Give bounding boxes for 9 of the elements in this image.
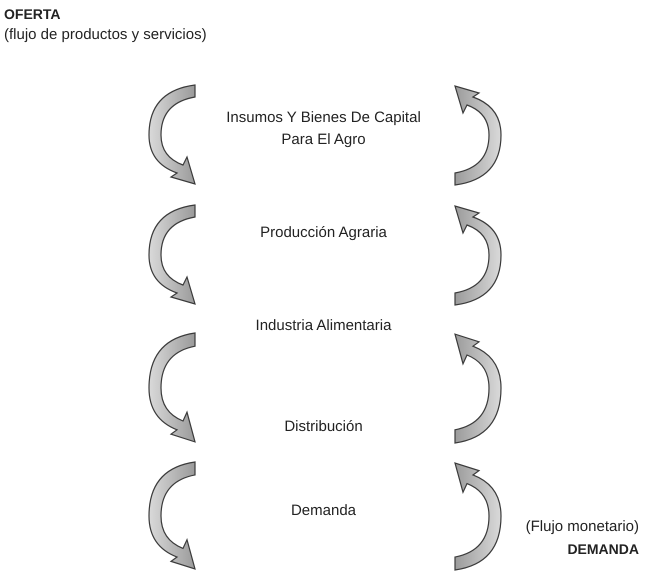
heading-label: OFERTA: [4, 6, 61, 22]
stage-text: Insumos Y Bienes De Capital Para El Agro: [208, 107, 438, 151]
stage-text: Demanda: [208, 500, 438, 522]
stage-text: Distribución: [208, 416, 438, 438]
heading-label: DEMANDA: [567, 541, 639, 557]
stage-text: Industria Alimentaria: [208, 315, 438, 337]
stage-text: Producción Agraria: [208, 222, 438, 244]
note-label: (flujo de productos y servicios): [4, 26, 207, 43]
note-label: (Flujo monetario): [526, 518, 639, 535]
